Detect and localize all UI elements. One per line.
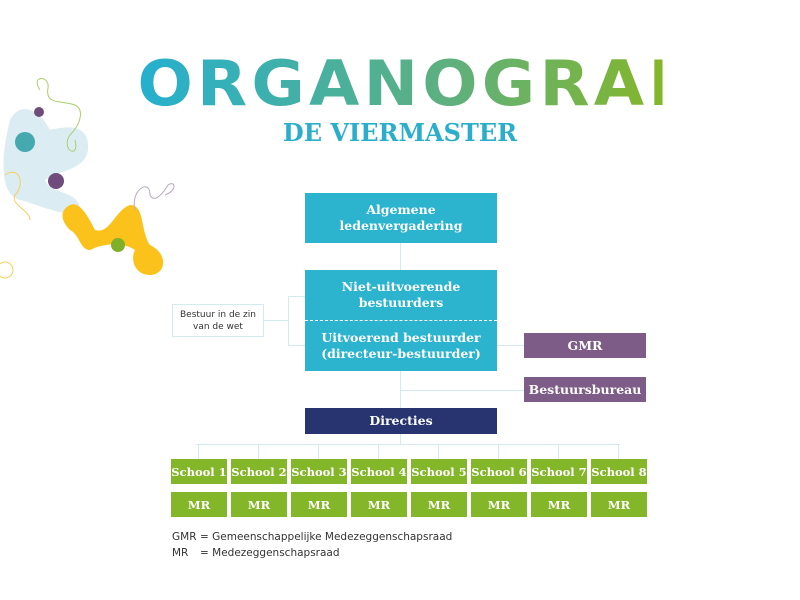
box-directies: Directies <box>305 408 497 434</box>
connector <box>258 444 259 459</box>
school-box: School 6 <box>471 459 527 484</box>
mr-box: MR <box>531 492 587 517</box>
legend-text: = Medezeggenschapsraad <box>200 547 340 559</box>
connector <box>288 296 289 346</box>
connector <box>400 434 401 444</box>
connector <box>400 371 401 408</box>
legal-note-box: Bestuur in de zin van de wet <box>172 304 264 337</box>
school-box: School 1 <box>171 459 227 484</box>
school-box: School 3 <box>291 459 347 484</box>
school-box: School 8 <box>591 459 647 484</box>
school-box: School 7 <box>531 459 587 484</box>
connector <box>400 390 524 391</box>
school-box: School 4 <box>351 459 407 484</box>
connector <box>196 444 620 445</box>
box-niet-uitvoerende-bestuurders: Niet-uitvoerende bestuurders <box>305 270 497 320</box>
connector <box>264 320 288 321</box>
legend-mr: MR = Medezeggenschapsraad <box>172 547 340 559</box>
connector <box>318 444 319 459</box>
decorative-blobs <box>0 78 175 279</box>
mr-box: MR <box>591 492 647 517</box>
connector <box>438 444 439 459</box>
connector <box>378 444 379 459</box>
connector <box>288 345 305 346</box>
box-bestuursbureau: Bestuursbureau <box>524 377 646 402</box>
mr-box: MR <box>351 492 407 517</box>
legend-abbr: GMR <box>172 531 197 543</box>
connector <box>400 243 401 270</box>
box-algemene-ledenvergadering: Algemene ledenvergadering <box>305 193 497 243</box>
mr-box: MR <box>171 492 227 517</box>
connector <box>558 444 559 459</box>
legend-gmr: GMR= Gemeenschappelijke Medezeggenschaps… <box>172 531 452 543</box>
box-uitvoerend-bestuurder: Uitvoerend bestuurder (directeur-bestuur… <box>305 320 497 371</box>
school-box: School 5 <box>411 459 467 484</box>
connector <box>497 345 524 346</box>
mr-box: MR <box>471 492 527 517</box>
connector <box>198 444 199 459</box>
connector <box>288 296 305 297</box>
page-title: ORGANOGRAM <box>137 47 718 120</box>
box-gmr: GMR <box>524 333 646 358</box>
mr-box: MR <box>231 492 287 517</box>
connector <box>498 444 499 459</box>
mr-box: MR <box>291 492 347 517</box>
page-subtitle: DE VIERMASTER <box>282 118 518 147</box>
legend-text: = Gemeenschappelijke Medezeggenschapsraa… <box>200 531 453 543</box>
mr-box: MR <box>411 492 467 517</box>
legend-abbr: MR <box>172 547 189 559</box>
school-box: School 2 <box>231 459 287 484</box>
connector <box>618 444 619 459</box>
